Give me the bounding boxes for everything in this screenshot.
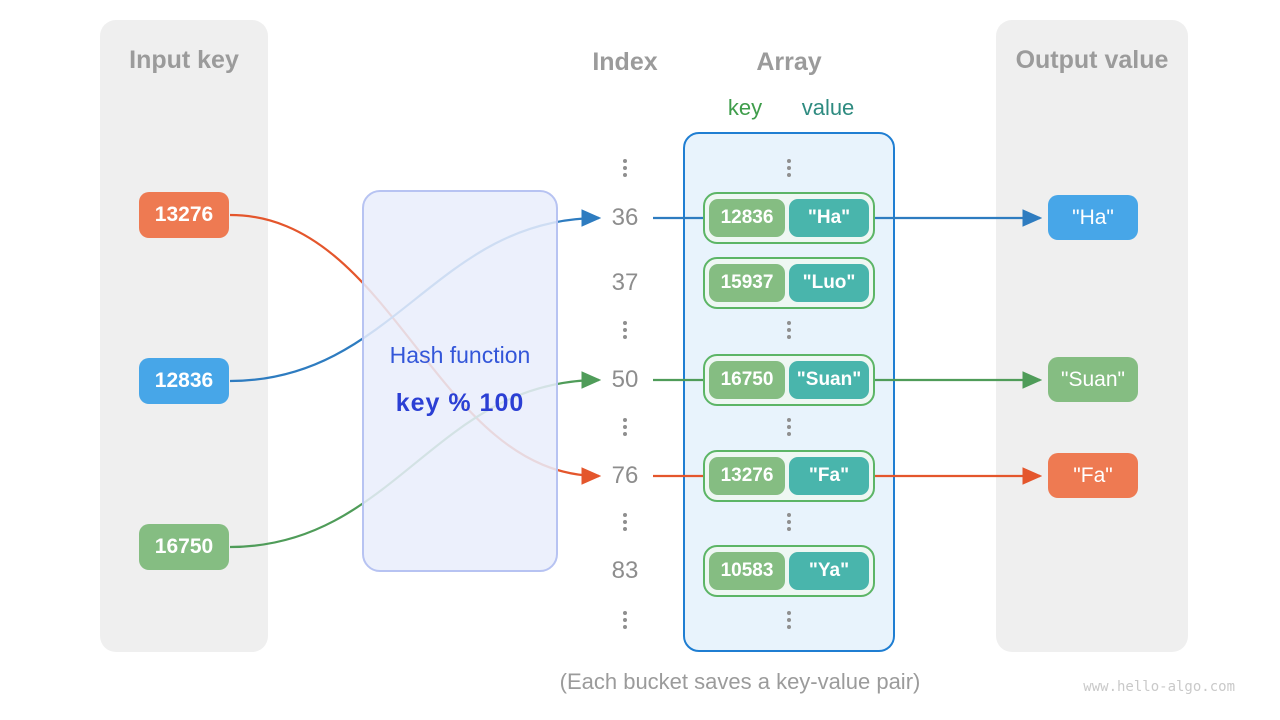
array-column-header: Array [756, 48, 822, 76]
ellipsis-icon [623, 611, 627, 632]
index-column-header: Index [592, 48, 658, 76]
watermark-url: www.hello-algo.com [1083, 679, 1235, 695]
input-key-12836: 12836 [139, 358, 229, 404]
key-column-label: key [727, 95, 763, 120]
bucket-index83: 10583 "Ya" [703, 545, 875, 597]
index-37: 37 [611, 269, 639, 296]
ellipsis-icon [787, 611, 791, 632]
hash-function-formula: key % 100 [395, 389, 525, 417]
output-panel-title: Output value [1015, 46, 1169, 74]
value-column-label: value [801, 95, 855, 120]
input-key-13276: 13276 [139, 192, 229, 238]
input-panel-title: Input key [129, 46, 239, 74]
input-key-16750: 16750 [139, 524, 229, 570]
hash-function-box: Hash function key % 100 [362, 190, 558, 572]
bucket-index50: 16750 "Suan" [703, 354, 875, 406]
bucket-index37: 15937 "Luo" [703, 257, 875, 309]
output-value-suan: "Suan" [1048, 357, 1138, 402]
ellipsis-icon [623, 159, 627, 180]
bucket-value: "Luo" [789, 264, 869, 302]
ellipsis-icon [623, 513, 627, 534]
index-76: 76 [611, 462, 639, 489]
bucket-key: 13276 [709, 457, 785, 495]
bucket-index76: 13276 "Fa" [703, 450, 875, 502]
ellipsis-icon [787, 418, 791, 439]
bucket-value: "Ya" [789, 552, 869, 590]
bucket-value: "Suan" [789, 361, 869, 399]
ellipsis-icon [787, 159, 791, 180]
diagram-caption: (Each bucket saves a key-value pair) [559, 669, 921, 694]
output-value-fa: "Fa" [1048, 453, 1138, 498]
ellipsis-icon [623, 418, 627, 439]
bucket-value: "Ha" [789, 199, 869, 237]
bucket-key: 12836 [709, 199, 785, 237]
output-value-panel [996, 20, 1188, 652]
bucket-value: "Fa" [789, 457, 869, 495]
hash-function-title: Hash function [389, 342, 531, 368]
bucket-key: 15937 [709, 264, 785, 302]
index-83: 83 [611, 557, 639, 584]
output-value-ha: "Ha" [1048, 195, 1138, 240]
ellipsis-icon [623, 321, 627, 342]
index-50: 50 [611, 366, 639, 393]
bucket-index36: 12836 "Ha" [703, 192, 875, 244]
ellipsis-icon [787, 513, 791, 534]
bucket-key: 10583 [709, 552, 785, 590]
ellipsis-icon [787, 321, 791, 342]
index-36: 36 [611, 204, 639, 231]
bucket-key: 16750 [709, 361, 785, 399]
